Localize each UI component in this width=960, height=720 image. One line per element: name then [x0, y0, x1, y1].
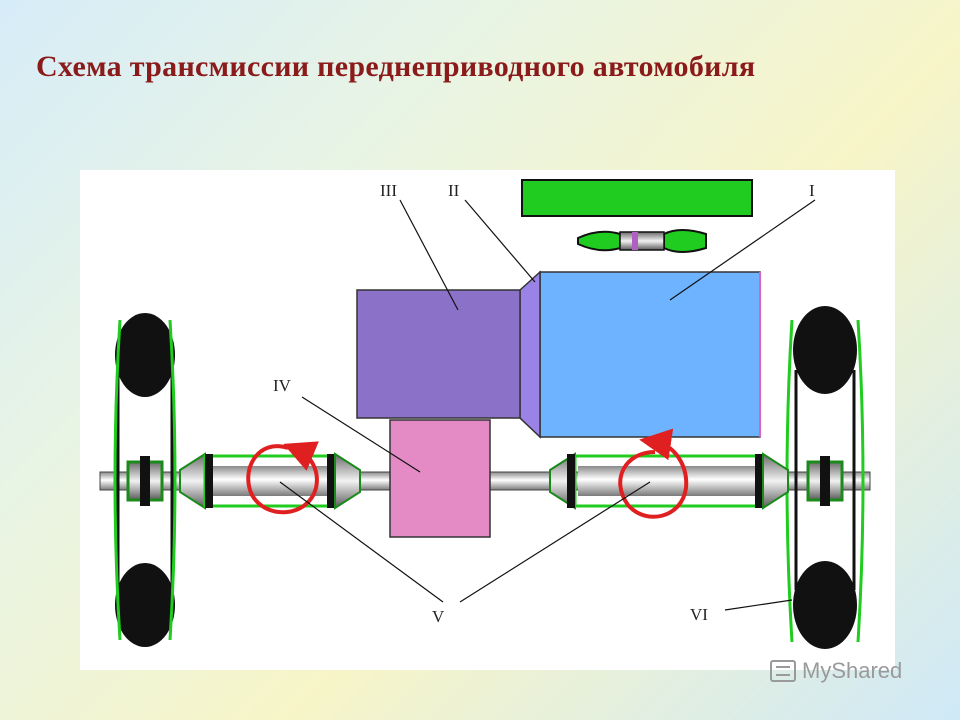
fan: [577, 229, 707, 253]
label-IV: IV: [273, 376, 292, 395]
radiator: [521, 179, 753, 217]
watermark: MyShared: [770, 658, 902, 684]
slide-title: Схема трансмиссии переднеприводного авто…: [36, 50, 756, 83]
left-wheel: [113, 313, 177, 647]
final-drive: [389, 419, 491, 538]
right-drive-shaft: [549, 452, 789, 510]
right-rotation-arrow: [618, 428, 689, 519]
clutch: [519, 270, 541, 439]
gearbox: [356, 289, 521, 419]
left-rotation-arrow: [246, 441, 319, 515]
presentation-icon: [770, 660, 796, 682]
leader-lines: [279, 199, 816, 611]
left-drive-shaft: [179, 452, 361, 510]
engine-block: [539, 271, 761, 438]
label-V: V: [432, 607, 445, 626]
label-II: II: [448, 181, 460, 200]
label-III: III: [380, 181, 397, 200]
transmission-diagram: I II III IV V VI: [80, 170, 895, 670]
label-VI: VI: [690, 605, 708, 624]
label-I: I: [809, 181, 815, 200]
watermark-text: MyShared: [802, 658, 903, 683]
